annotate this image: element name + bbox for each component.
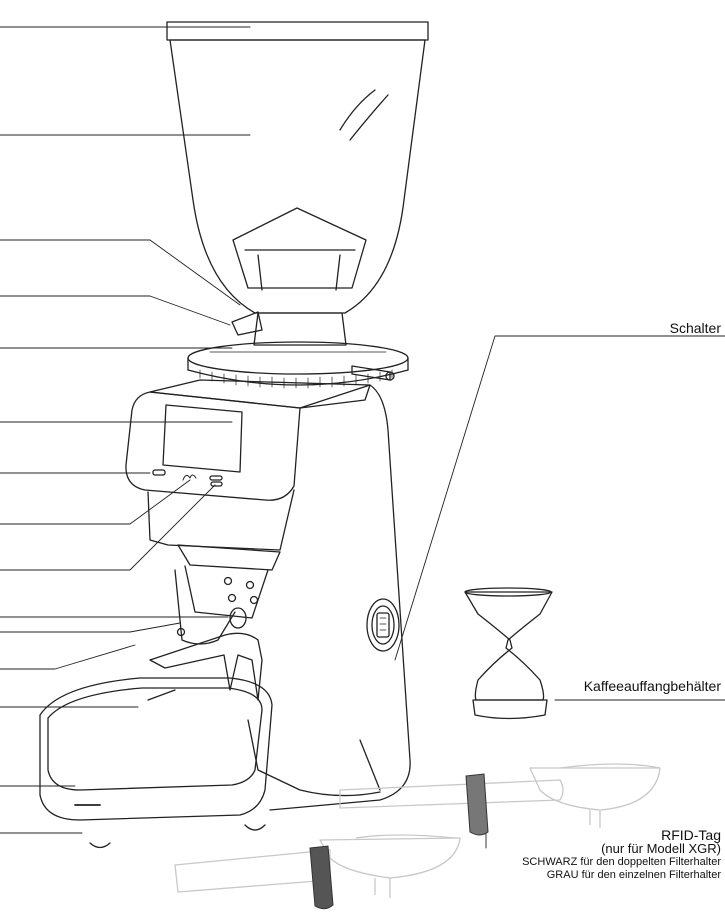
bean-hopper [167,22,428,345]
rfid-grey-note: GRAU für den einzelnen Filterhalter [522,869,721,882]
rfid-model-note: (nur für Modell XGR) [522,842,721,856]
rfid-black-note: SCHWARZ für den doppelten Filterhalter [522,856,721,869]
rfid-title: RFID-Tag [522,828,721,842]
power-switch [367,599,399,651]
grounds-tray [40,678,272,820]
leader-lines-left [0,27,250,833]
switch-label: Schalter [670,320,721,336]
coffee-container-label: Kaffeeauffangbehälter [584,678,721,694]
rfid-label-group: RFID-Tag (nur für Modell XGR) SCHWARZ fü… [522,828,721,882]
rfid-tag-grey [466,774,488,835]
leader-lines-right [395,336,725,848]
dosing-cup [465,588,552,719]
